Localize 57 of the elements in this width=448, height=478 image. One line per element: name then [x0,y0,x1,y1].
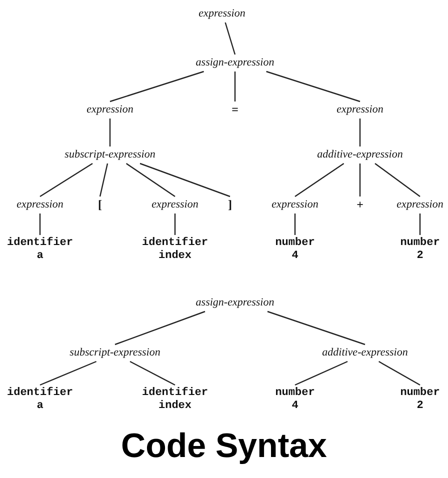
syntax-node-label: expression [272,198,318,212]
tree-branch-line [419,214,421,235]
syntax-node-label: assign-expression [196,56,274,70]
terminal-label: index [158,250,192,263]
tree-branch-line [378,360,420,386]
syntax-node-label: additive-expression [317,148,403,162]
syntax-node-label: expression [396,198,444,212]
token-label: [ [98,198,102,212]
syntax-node-label: expression [86,104,134,116]
syntax-node-label: assign-expression [196,296,274,310]
tree-branch-line [374,163,420,197]
terminal-label: index [158,400,192,413]
terminal-label: a [36,250,44,263]
syntax-node-label: expression [336,104,384,116]
tree-branch-line [267,310,366,346]
tree-branch-line [359,164,361,196]
syntax-node-label: subscript-expression [64,148,156,162]
tree-branch-line [126,163,176,197]
token-label: = [232,104,238,116]
tree-branch-line [140,162,230,198]
terminal-label: number [400,387,440,400]
tree-branch-line [224,22,236,55]
token-label: ] [228,198,232,212]
terminal-label: identifier [142,237,208,250]
terminal-label: identifier [7,387,73,400]
terminal-label: identifier [7,237,73,250]
syntax-node-label: expression [152,198,198,212]
syntax-node-label: subscript-expression [70,346,160,360]
syntax-node-label: expression [16,198,64,212]
tree-branch-line [294,360,348,386]
terminal-label: a [36,400,44,413]
title: Code Syntax [120,426,328,466]
tree-branch-line [39,214,41,235]
terminal-label: 4 [290,400,300,413]
terminal-label: number [275,237,315,250]
terminal-label: identifier [142,387,208,400]
terminal-label: 4 [290,250,300,263]
tree-branch-line [40,163,93,197]
tree-branch-line [110,70,204,102]
terminal-label: number [400,237,440,250]
tree-branch-line [40,360,97,386]
tree-branch-line [266,70,360,102]
terminal-label: 2 [416,400,424,413]
tree-branch-line [99,163,108,197]
terminal-label: number [275,387,315,400]
tree-branch-line [109,118,111,146]
tree-branch-line [234,72,236,102]
syntax-node-label: expression [198,8,246,20]
terminal-label: 2 [416,250,424,263]
tree-branch-line [114,310,206,346]
token-label: + [356,198,364,212]
syntax-node-label: additive-expression [322,346,408,360]
tree-branch-line [359,118,361,146]
tree-branch-line [130,360,176,386]
tree-branch-line [294,163,344,197]
tree-branch-line [294,214,296,235]
tree-branch-line [174,214,176,235]
